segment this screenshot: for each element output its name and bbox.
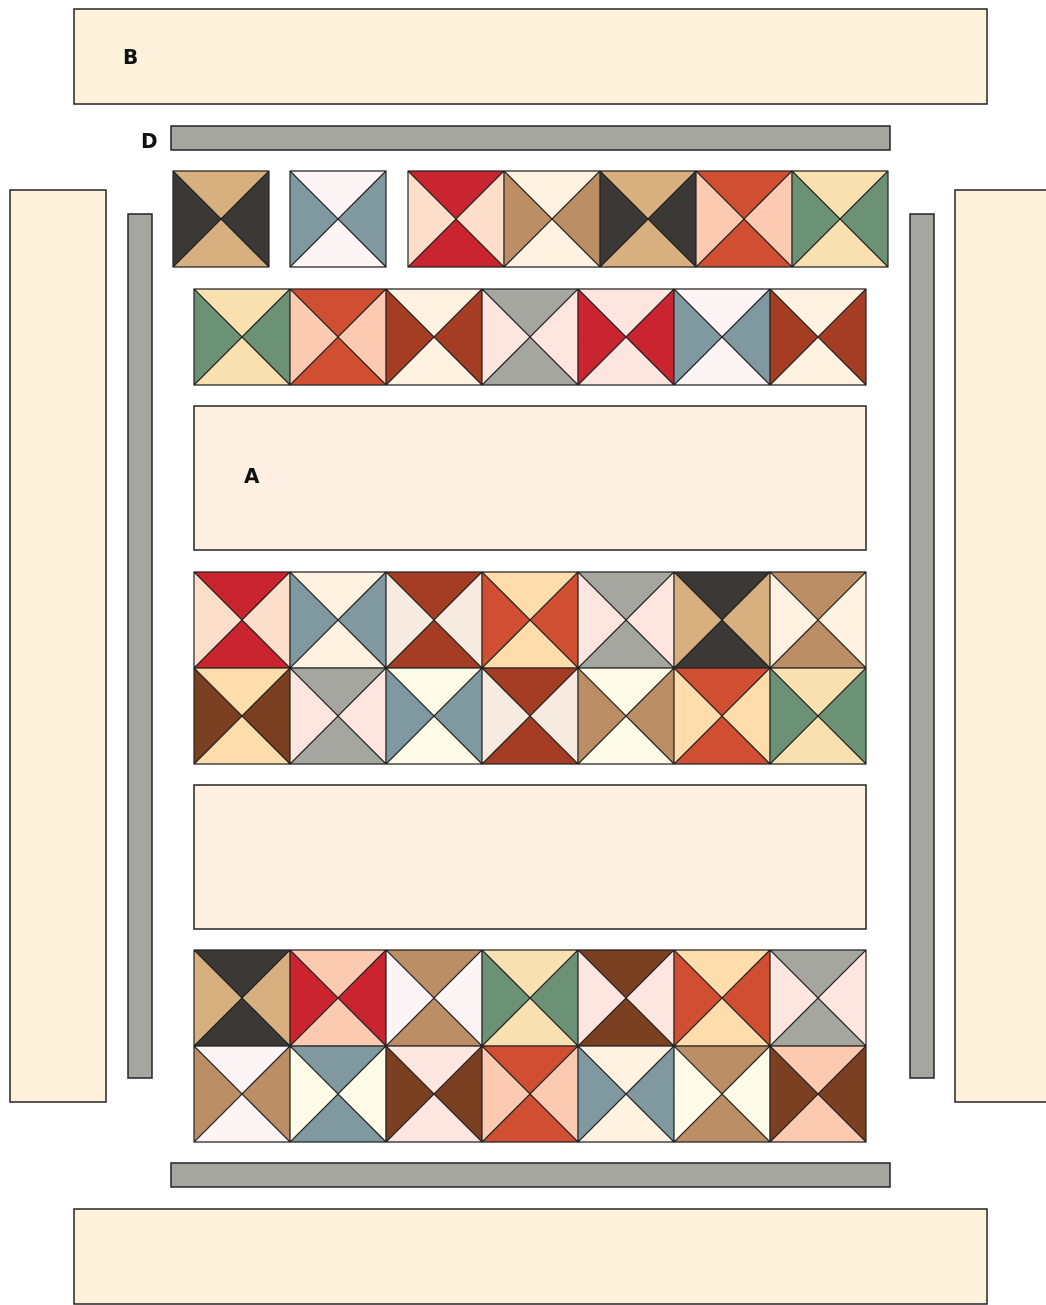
hourglass-block [578, 1046, 674, 1142]
hourglass-block [386, 289, 482, 385]
hourglass-blocks [173, 171, 888, 1142]
hourglass-block [674, 572, 770, 668]
hourglass-block [194, 572, 290, 668]
hourglass-block [290, 1046, 386, 1142]
hourglass-block [194, 1046, 290, 1142]
border-bottom-narrow [171, 1163, 890, 1187]
panel-plain [194, 785, 866, 929]
hourglass-block [770, 668, 866, 764]
hourglass-block [290, 668, 386, 764]
hourglass-block [770, 1046, 866, 1142]
hourglass-block [290, 171, 386, 267]
hourglass-block [482, 668, 578, 764]
hourglass-block [194, 950, 290, 1046]
label-b: B [123, 45, 138, 69]
hourglass-block [408, 171, 504, 267]
hourglass-block [290, 289, 386, 385]
hourglass-block [386, 572, 482, 668]
border-left-wide [10, 190, 106, 1102]
hourglass-block [386, 668, 482, 764]
label-a: A [244, 464, 259, 488]
border-left-narrow [128, 214, 152, 1078]
hourglass-block [792, 171, 888, 267]
border-d-top [171, 126, 890, 150]
hourglass-block [173, 171, 269, 267]
border-right-wide [955, 190, 1046, 1102]
hourglass-block [674, 668, 770, 764]
border-bottom-wide [74, 1209, 987, 1304]
hourglass-block [696, 171, 792, 267]
hourglass-block [482, 289, 578, 385]
hourglass-block [578, 572, 674, 668]
hourglass-block [194, 289, 290, 385]
hourglass-block [504, 171, 600, 267]
panel-a [194, 406, 866, 550]
hourglass-block [482, 572, 578, 668]
border-b-top [74, 9, 987, 104]
hourglass-block [674, 1046, 770, 1142]
hourglass-block [386, 950, 482, 1046]
hourglass-block [386, 1046, 482, 1142]
hourglass-block [674, 289, 770, 385]
hourglass-block [482, 1046, 578, 1142]
hourglass-block [600, 171, 696, 267]
border-right-narrow [910, 214, 934, 1078]
hourglass-block [194, 668, 290, 764]
hourglass-block [578, 289, 674, 385]
hourglass-block [578, 668, 674, 764]
hourglass-block [290, 950, 386, 1046]
hourglass-block [770, 950, 866, 1046]
label-d: D [141, 129, 158, 153]
hourglass-block [770, 572, 866, 668]
hourglass-block [770, 289, 866, 385]
hourglass-block [290, 572, 386, 668]
hourglass-block [482, 950, 578, 1046]
hourglass-block [674, 950, 770, 1046]
hourglass-block [578, 950, 674, 1046]
